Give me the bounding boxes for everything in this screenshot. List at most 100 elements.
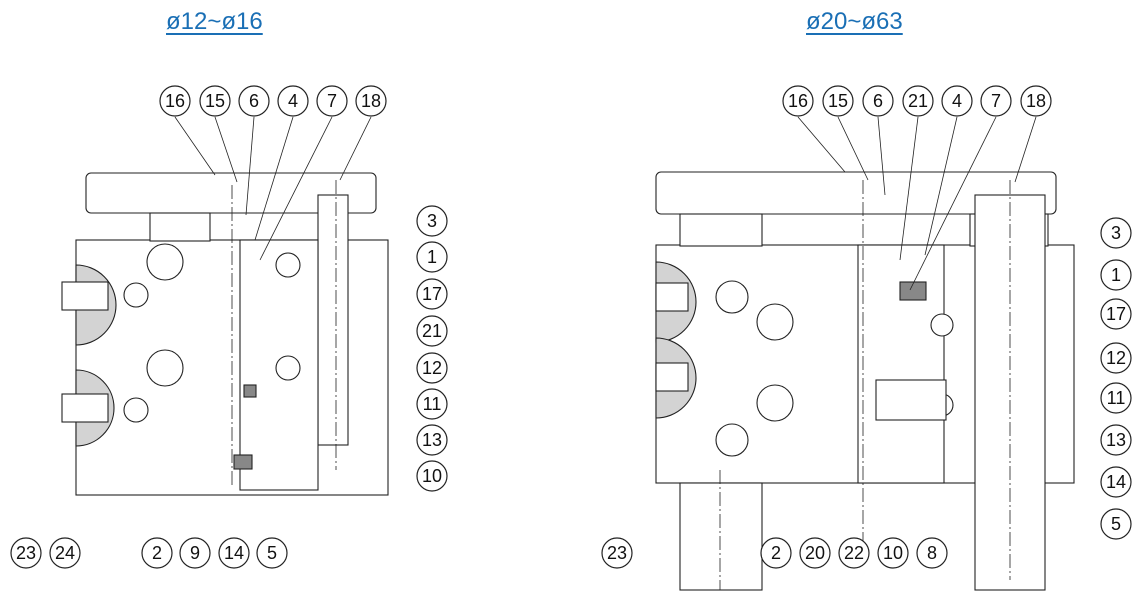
left-balloon-16: 16 [159,85,191,117]
right-balloon-16: 16 [782,85,814,117]
right-balloon-17: 17 [1100,298,1132,330]
svg-text:22: 22 [844,543,864,563]
svg-text:16: 16 [788,91,808,111]
left-balloon-14: 14 [218,537,250,569]
svg-text:5: 5 [1111,514,1121,534]
svg-text:14: 14 [1106,472,1126,492]
leader-lines [174,116,1037,291]
svg-text:13: 13 [422,430,442,450]
right-balloon-14: 14 [1100,466,1132,498]
svg-text:16: 16 [165,91,185,111]
right-bolt-hole-5 [930,313,954,337]
right-balloon-10: 10 [877,537,909,569]
right-balloon-12: 12 [1100,342,1132,374]
svg-text:17: 17 [1106,304,1126,324]
left-top-plate [85,172,377,214]
left-balloon-3: 3 [416,205,448,237]
left-bolt-hole-4 [123,397,149,423]
svg-text:18: 18 [1026,91,1046,111]
left-piston-seal-2 [233,454,253,470]
right-balloon-5: 5 [1100,508,1132,540]
right-balloon-4: 4 [941,85,973,117]
left-balloon-13: 13 [416,424,448,456]
left-bolt-hole-1 [146,243,184,281]
right-bolt-hole-4 [715,423,749,457]
left-bolt-hole-3 [123,282,149,308]
right-top-balloons: 16 15 6 21 4 7 18 [782,85,1052,117]
left-bolt-hole-2 [146,349,184,387]
svg-text:23: 23 [16,543,36,563]
right-piston-seal [899,281,927,301]
left-balloon-4: 4 [277,85,309,117]
svg-text:1: 1 [427,247,437,267]
svg-text:3: 3 [427,211,437,231]
right-balloon-18: 18 [1020,85,1052,117]
right-balloon-11: 11 [1100,382,1132,414]
svg-text:21: 21 [908,91,928,111]
right-balloon-1: 1 [1100,259,1132,291]
left-balloon-10: 10 [416,460,448,492]
right-balloon-23: 23 [601,537,633,569]
right-guide-rod [974,194,1046,591]
left-bottom-balloons: 23 24 2 9 14 5 [10,537,288,569]
left-balloon-15: 15 [199,85,231,117]
svg-text:2: 2 [771,543,781,563]
svg-text:4: 4 [288,91,298,111]
left-balloon-24: 24 [49,537,81,569]
svg-text:14: 14 [224,543,244,563]
svg-text:6: 6 [873,91,883,111]
right-top-plate [655,171,1057,215]
left-balloon-2: 2 [141,537,173,569]
right-piston [875,379,947,421]
left-balloon-9: 9 [179,537,211,569]
right-bolt-hole-1 [715,280,749,314]
svg-text:18: 18 [361,91,381,111]
svg-text:12: 12 [422,358,442,378]
svg-text:15: 15 [828,91,848,111]
left-fitting-1 [61,281,109,311]
right-guide-block-1 [679,213,763,247]
left-guide-block-1 [149,212,211,242]
right-balloon-3: 3 [1100,217,1132,249]
right-bolt-hole-2 [756,303,794,341]
right-balloon-22: 22 [838,537,870,569]
right-fitting-1 [655,282,689,312]
left-piston-seal-1 [243,384,257,398]
svg-text:11: 11 [423,394,442,414]
left-balloon-12: 12 [416,352,448,384]
right-fitting-2 [655,362,689,392]
left-view-title: ø12~ø16 [166,8,263,35]
left-balloon-21: 21 [416,315,448,347]
svg-text:8: 8 [927,543,937,563]
right-bottom-balloons: 23 2 20 22 10 8 [601,537,948,569]
svg-text:4: 4 [952,91,962,111]
svg-text:6: 6 [249,91,259,111]
svg-text:17: 17 [422,284,442,304]
svg-text:1: 1 [1111,265,1121,285]
right-balloon-7: 7 [980,85,1012,117]
svg-text:10: 10 [883,543,903,563]
left-right-balloons: 3 1 17 21 12 11 13 10 [416,205,448,492]
left-bolt-hole-5 [275,252,301,278]
right-balloon-8: 8 [916,537,948,569]
svg-text:13: 13 [1106,430,1126,450]
left-bolt-hole-6 [275,355,301,381]
svg-text:21: 21 [422,321,442,341]
right-cylinder-inner [857,244,945,484]
right-balloon-20: 20 [799,537,831,569]
right-view-title: ø20~ø63 [806,8,903,35]
right-balloon-6: 6 [862,85,894,117]
left-top-balloons: 16 15 6 4 7 18 [159,85,387,117]
right-balloon-13: 13 [1100,424,1132,456]
right-assembly-drawing [655,171,1075,591]
left-balloon-7: 7 [316,85,348,117]
left-balloon-6: 6 [238,85,270,117]
right-balloon-15: 15 [822,85,854,117]
svg-text:3: 3 [1111,223,1121,243]
svg-text:7: 7 [991,91,1001,111]
svg-text:10: 10 [422,466,442,486]
svg-text:7: 7 [327,91,337,111]
right-right-balloons: 3 1 17 12 11 13 14 5 [1100,217,1132,540]
left-balloon-1: 1 [416,241,448,273]
